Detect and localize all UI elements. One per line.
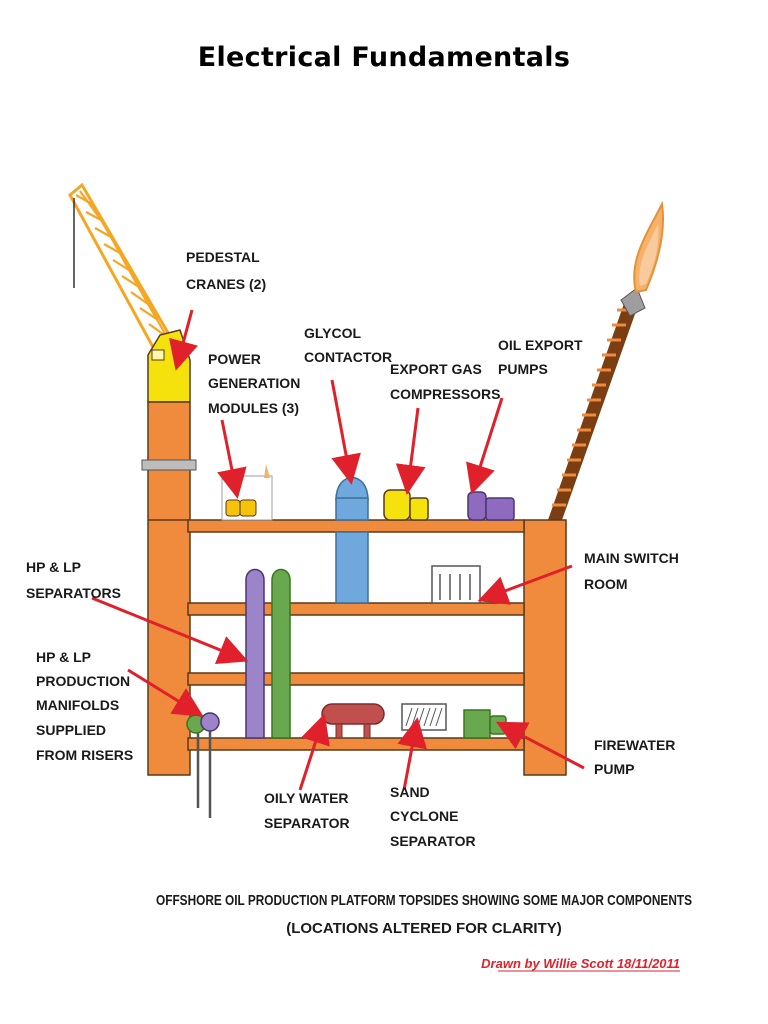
svg-text:SEPARATOR: SEPARATOR [264, 815, 350, 831]
label-sand-cyclone: SAND CYCLONE SEPARATOR [390, 784, 476, 849]
svg-text:CRANES (2): CRANES (2) [186, 276, 266, 292]
svg-text:PUMPS: PUMPS [498, 361, 548, 377]
export-gas-compressors [383, 489, 429, 521]
svg-text:FROM RISERS: FROM RISERS [36, 747, 133, 763]
svg-text:EXPORT GAS: EXPORT GAS [390, 361, 482, 377]
svg-text:CYCLONE: CYCLONE [390, 808, 458, 824]
svg-text:HP & LP: HP & LP [36, 649, 91, 665]
svg-text:SEPARATOR: SEPARATOR [390, 833, 476, 849]
svg-text:MAIN SWITCH: MAIN SWITCH [584, 550, 679, 566]
svg-text:GENERATION: GENERATION [208, 375, 300, 391]
page-title: Electrical Fundamentals [197, 42, 571, 73]
flare-flame [633, 200, 665, 294]
svg-text:GLYCOL: GLYCOL [304, 325, 361, 341]
svg-text:CONTACTOR: CONTACTOR [304, 349, 392, 365]
hp-lp-manifolds [186, 712, 220, 734]
credit-text: Drawn by Willie Scott 18/11/2011 [481, 956, 680, 971]
label-main-switch-room: MAIN SWITCH ROOM [584, 550, 679, 592]
right-leg [523, 519, 567, 776]
glycol-contactor-lower [335, 531, 369, 604]
caption-line-1: OFFSHORE OIL PRODUCTION PLATFORM TOPSIDE… [156, 892, 692, 909]
svg-text:POWER: POWER [208, 351, 261, 367]
label-hp-lp-manifolds: HP & LP PRODUCTION MANIFOLDS SUPPLIED FR… [36, 649, 133, 763]
svg-text:OILY WATER: OILY WATER [264, 790, 349, 806]
svg-text:ROOM: ROOM [584, 576, 628, 592]
oily-water-separator [321, 703, 385, 739]
firewater-pump [463, 709, 507, 739]
glycol-contactor [335, 476, 369, 521]
risers [196, 730, 212, 818]
svg-text:FIREWATER: FIREWATER [594, 737, 675, 753]
label-power-generation: POWER GENERATION MODULES (3) [208, 351, 300, 416]
svg-text:COMPRESSORS: COMPRESSORS [390, 386, 500, 402]
flare-boom [548, 287, 646, 520]
power-generation-modules [221, 464, 273, 521]
svg-text:PRODUCTION: PRODUCTION [36, 673, 130, 689]
label-firewater-pump: FIREWATER PUMP [594, 737, 675, 777]
hp-lp-separators [245, 568, 291, 739]
label-export-gas: EXPORT GAS COMPRESSORS [390, 361, 500, 402]
svg-text:MANIFOLDS: MANIFOLDS [36, 697, 119, 713]
label-oily-water: OILY WATER SEPARATOR [264, 790, 350, 831]
svg-text:SAND: SAND [390, 784, 430, 800]
svg-text:HP & LP: HP & LP [26, 559, 81, 575]
label-oil-export: OIL EXPORT PUMPS [498, 337, 583, 377]
oil-export-pumps [467, 491, 515, 521]
label-glycol-contactor: GLYCOL CONTACTOR [304, 325, 392, 365]
label-pedestal-cranes: PEDESTAL CRANES (2) [186, 249, 266, 292]
pointer-arrows [91, 309, 585, 791]
crane-boom [68, 182, 181, 363]
svg-text:PEDESTAL: PEDESTAL [186, 249, 260, 265]
svg-text:OIL EXPORT: OIL EXPORT [498, 337, 583, 353]
main-switch-room [431, 565, 481, 604]
svg-text:PUMP: PUMP [594, 761, 634, 777]
sand-cyclone-separator [401, 703, 447, 731]
svg-text:MODULES (3): MODULES (3) [208, 400, 299, 416]
svg-text:SEPARATORS: SEPARATORS [26, 585, 121, 601]
label-hp-lp-separators: HP & LP SEPARATORS [26, 559, 121, 601]
svg-text:SUPPLIED: SUPPLIED [36, 722, 106, 738]
caption-line-2: (LOCATIONS ALTERED FOR CLARITY) [286, 920, 562, 937]
